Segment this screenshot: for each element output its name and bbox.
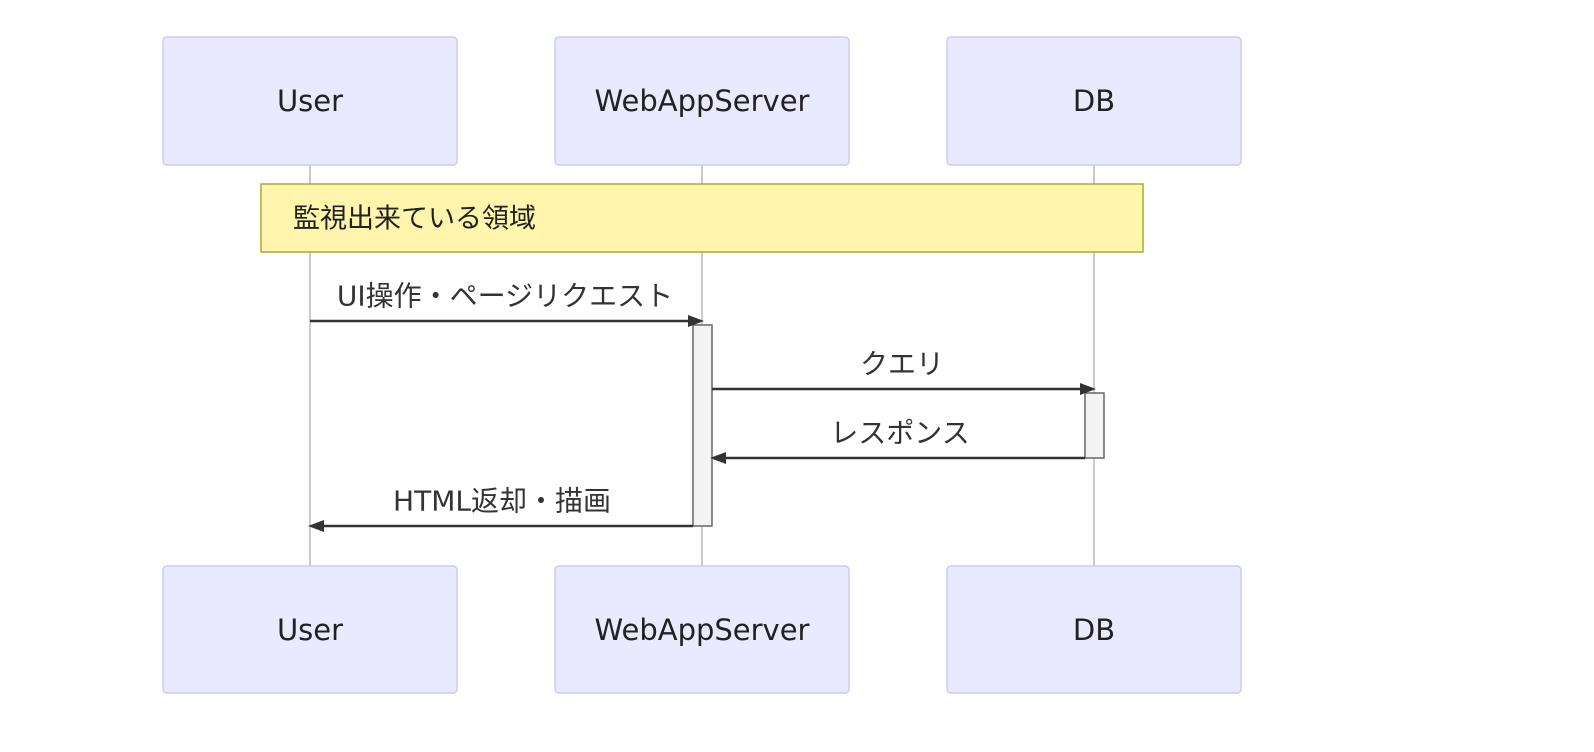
actor-label: DB bbox=[1073, 84, 1115, 118]
message-response: レスポンス bbox=[710, 417, 1085, 464]
actor-label: User bbox=[277, 613, 343, 647]
message-html-return: HTML返却・描画 bbox=[308, 485, 693, 532]
activation-webappserver bbox=[692, 324, 713, 527]
message-label: クエリ bbox=[860, 348, 944, 381]
message-label: UI操作・ページリクエスト bbox=[337, 280, 673, 313]
actor-bottom-webappserver: WebAppServer bbox=[554, 565, 850, 694]
message-label: レスポンス bbox=[830, 417, 969, 450]
actor-bottom-user: User bbox=[162, 565, 458, 694]
actor-top-user: User bbox=[162, 36, 458, 166]
message-label: HTML返却・描画 bbox=[393, 485, 611, 518]
note-text: 監視出来ている領域 bbox=[293, 204, 536, 235]
arrowhead-icon bbox=[688, 315, 704, 327]
arrowhead-icon bbox=[710, 452, 726, 464]
message-query: クエリ bbox=[712, 348, 1096, 395]
note-monitored-area: 監視出来ている領域 bbox=[260, 183, 1144, 253]
actor-label: User bbox=[277, 84, 343, 118]
activation-db bbox=[1084, 392, 1105, 459]
actor-label: WebAppServer bbox=[595, 84, 810, 118]
message-ui-request: UI操作・ページリクエスト bbox=[310, 280, 704, 327]
arrowhead-icon bbox=[1080, 383, 1096, 395]
actor-top-db: DB bbox=[946, 36, 1242, 166]
actor-bottom-db: DB bbox=[946, 565, 1242, 694]
arrowhead-icon bbox=[308, 520, 324, 532]
actor-top-webappserver: WebAppServer bbox=[554, 36, 850, 166]
actor-label: WebAppServer bbox=[595, 613, 810, 647]
actor-label: DB bbox=[1073, 613, 1115, 647]
